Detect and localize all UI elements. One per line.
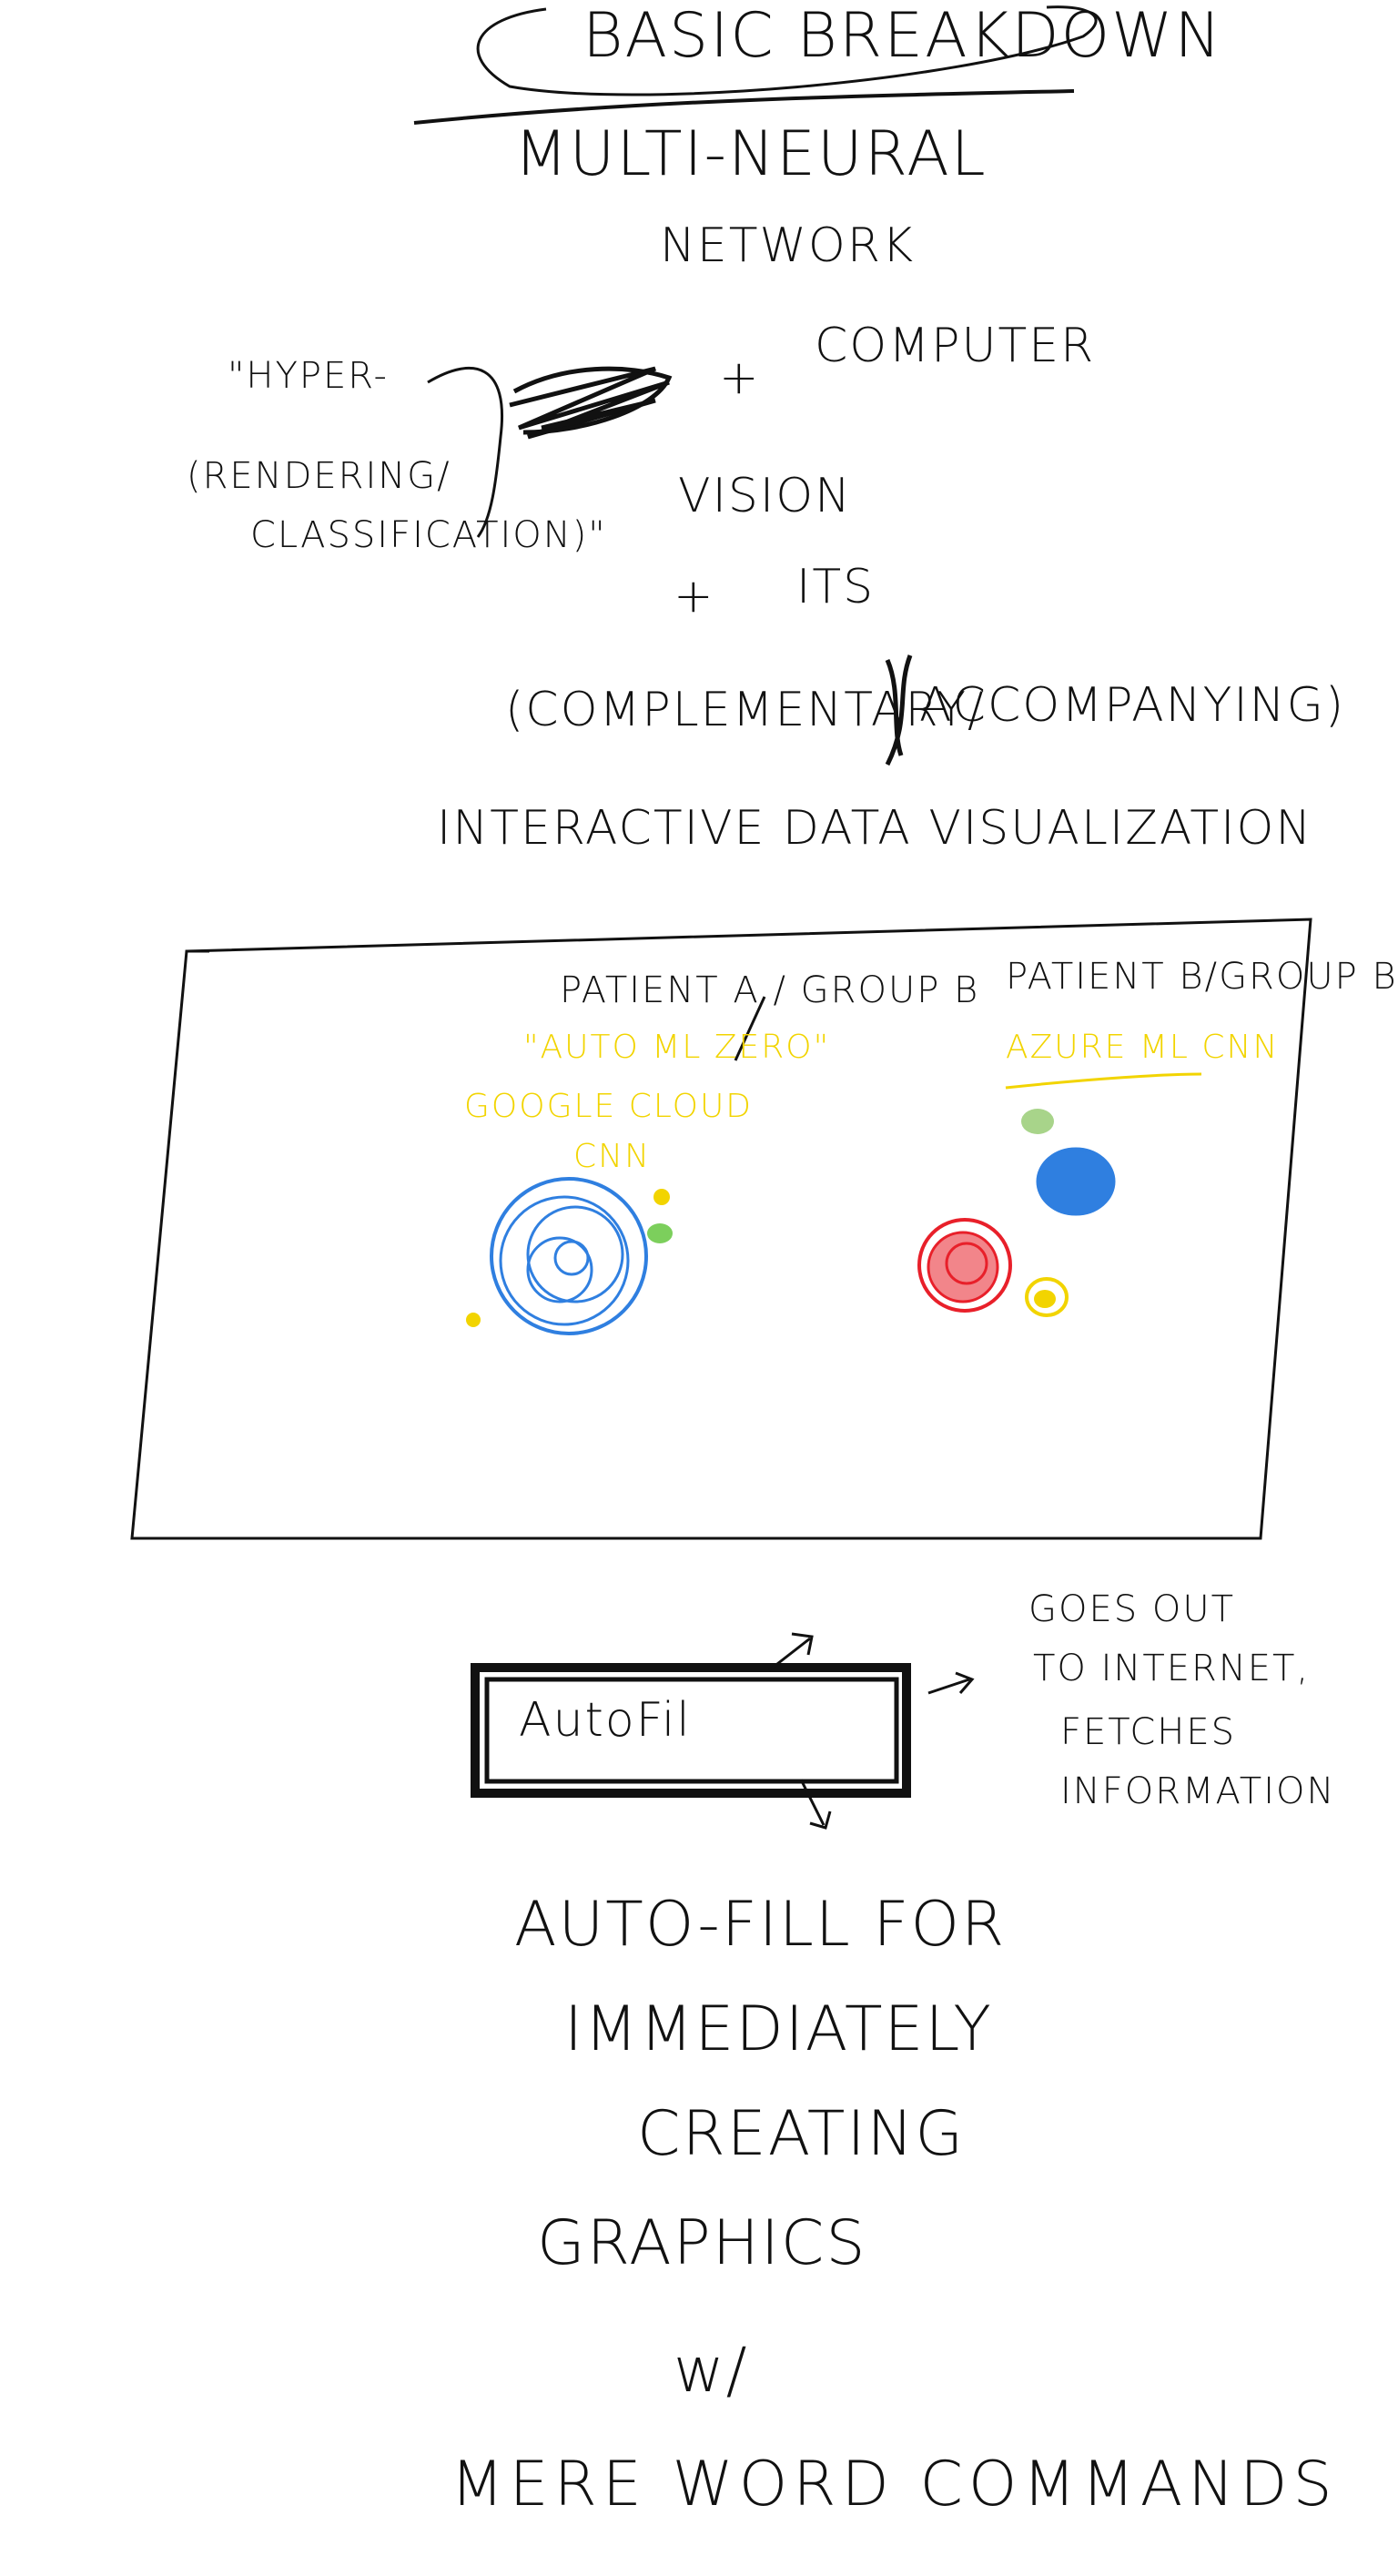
scribble-out (509, 366, 673, 440)
fetch-note-line3: FETCHES (1060, 1711, 1237, 1753)
left-model-2: GOOGLE CLOUD (464, 1088, 754, 1125)
title-underline (413, 89, 1075, 125)
computer-label: COMPUTER (815, 319, 1096, 373)
vision-label: VISION (678, 469, 853, 523)
fetch-note-line2: TO INTERNET, (1033, 1648, 1311, 1689)
hyper-quote: "HYPER- (228, 355, 389, 397)
autofill-box-frame (471, 1632, 975, 1830)
accompanying-label: ACCOMPANYING) (919, 678, 1346, 733)
title-swoop (476, 5, 1098, 96)
summary-line2: IMMEDIATELY (564, 1993, 993, 2065)
concept-line2: NETWORK (660, 218, 916, 273)
left-model-3: CNN (573, 1138, 651, 1175)
summary-line5: w/ (674, 2335, 749, 2407)
right-cluster (917, 1109, 1116, 1317)
right-model-label: AZURE ML CNN (1006, 1029, 1280, 1066)
left-cluster (466, 1177, 673, 1335)
interactive-label: INTERACTIVE DATA VISUALIZATION (437, 801, 1313, 856)
summary-line4: GRAPHICS (537, 2207, 867, 2279)
summary-line3: CREATING (637, 2098, 966, 2170)
summary-line1: AUTO-FILL FOR (514, 1889, 1007, 1961)
cross-mark (885, 654, 913, 766)
complementary-label: (COMPLEMENTARY/ (505, 683, 986, 737)
plus-sign-2: + (674, 569, 715, 624)
patient-b-label: PATIENT B/GROUP B (1006, 956, 1398, 998)
patient-a-label: PATIENT A / GROUP B (560, 969, 980, 1011)
patient-divider (734, 996, 766, 1061)
autofill-input[interactable]: AutoFil (519, 1693, 692, 1748)
summary-line6: MERE WORD COMMANDS (451, 2449, 1338, 2520)
diagram-frame (130, 918, 1312, 1540)
azure-underline (1005, 1072, 1202, 1090)
hyper-bracket (427, 367, 503, 538)
concept-line1: MULTI-NEURAL (514, 118, 988, 190)
page-title: BASIC BREAKDOWN (582, 0, 1223, 72)
left-model-1: "AUTO ML ZERO" (523, 1029, 831, 1066)
fetch-note-line4: INFORMATION (1060, 1770, 1336, 1812)
its-label: ITS (796, 560, 876, 614)
hyper-paren1: (RENDERING/ (187, 455, 451, 497)
plus-sign-1: + (719, 350, 761, 405)
fetch-note-line1: GOES OUT (1028, 1588, 1236, 1630)
hyper-paren2: CLASSIFICATION)" (250, 514, 607, 556)
